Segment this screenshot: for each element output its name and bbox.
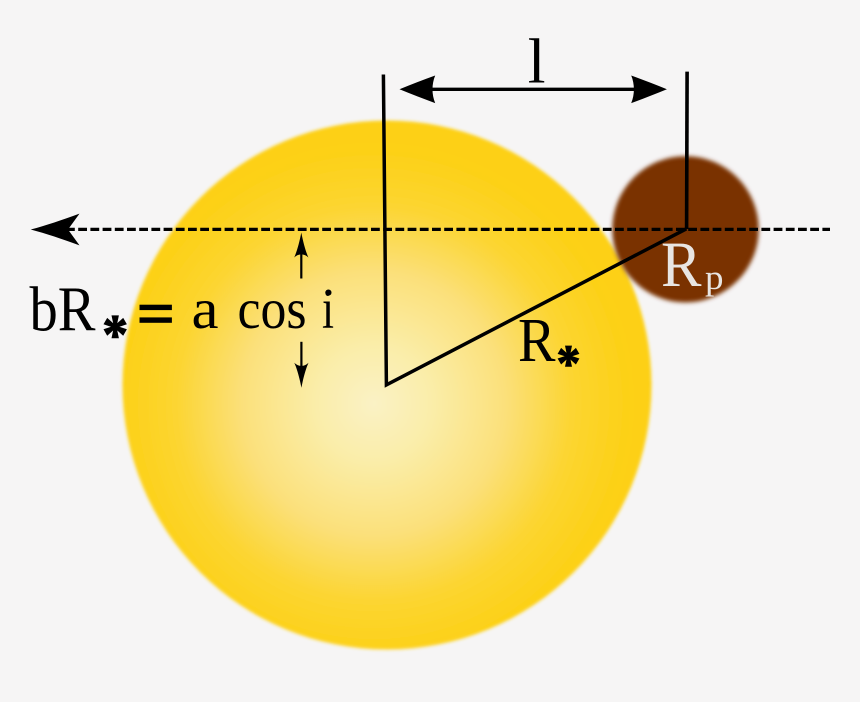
svg-text:R: R	[518, 307, 556, 375]
svg-text:i: i	[322, 278, 334, 341]
svg-text:cos: cos	[238, 278, 307, 341]
svg-text:l: l	[528, 26, 546, 97]
svg-text:R: R	[661, 229, 702, 301]
svg-text:bR: bR	[30, 274, 97, 345]
svg-text:p: p	[705, 258, 724, 297]
svg-text:a: a	[192, 278, 219, 341]
